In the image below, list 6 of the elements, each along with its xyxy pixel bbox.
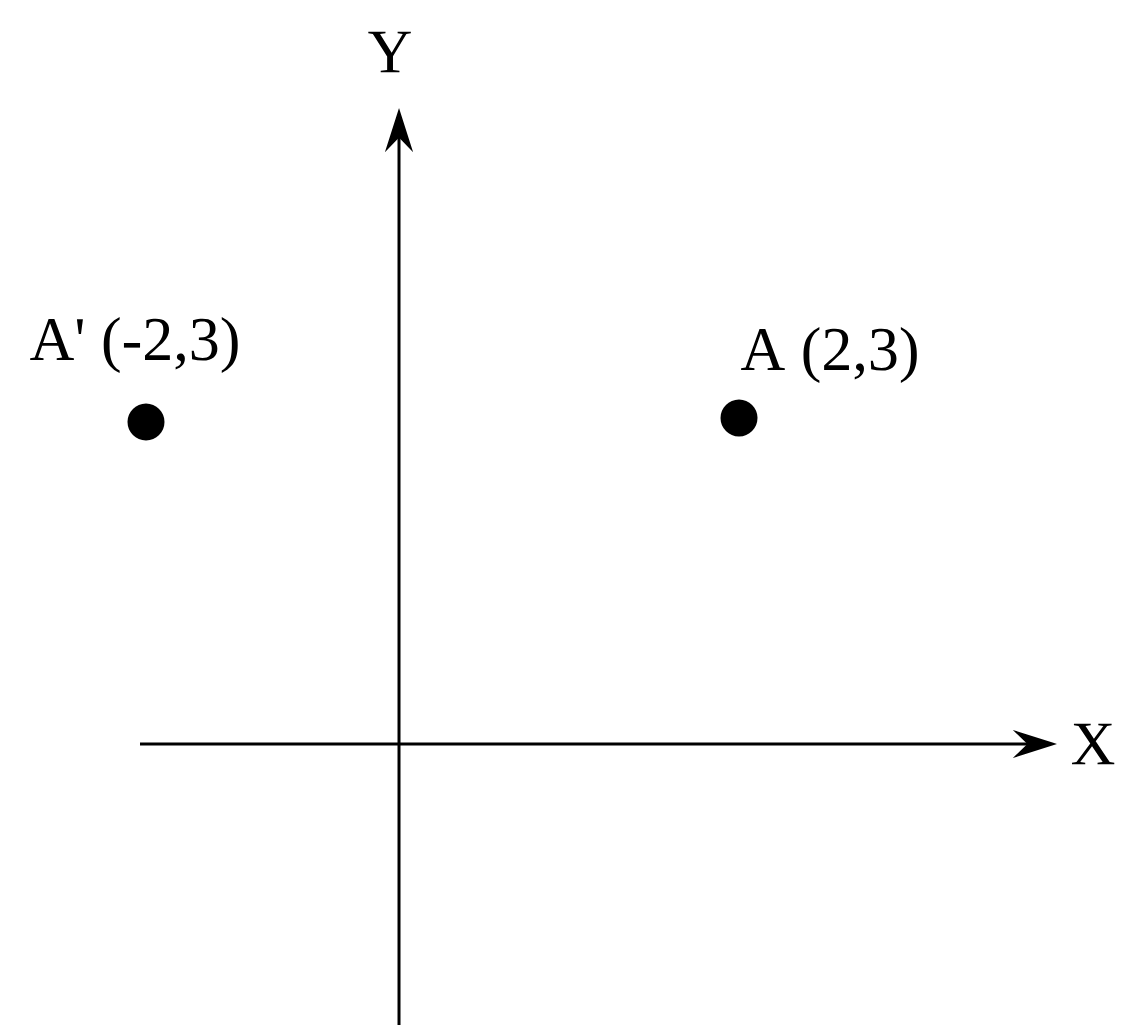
- point-dot: [720, 399, 758, 437]
- axis-label: X: [1072, 723, 1115, 765]
- point-label: A' (-2,3): [30, 316, 238, 374]
- point-label: A (2,3): [741, 326, 917, 384]
- axis-label: Y: [368, 31, 411, 73]
- point-dot: [127, 403, 165, 441]
